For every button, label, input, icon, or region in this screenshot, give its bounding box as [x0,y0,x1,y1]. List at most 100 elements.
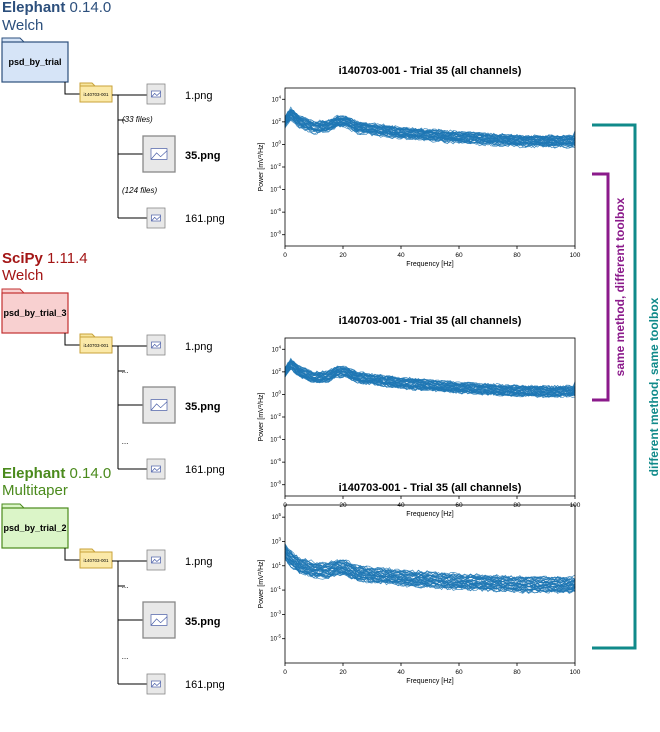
gap-label: ... [122,581,129,590]
x-tick-label: 100 [570,669,581,676]
series-line [284,110,576,139]
folder-name: psd_by_trial_2 [3,523,66,533]
picture-icon [151,557,161,564]
file-name: 1.png [185,90,213,102]
x-tick-label: 60 [455,669,463,676]
folder-icon [1,507,69,549]
y-axis-label: Power [mV²/Hz] [258,559,265,608]
toolbox-name: SciPy [2,250,43,267]
series-line [284,549,576,585]
y-tick-label: 100 [272,389,282,398]
picture-icon [150,150,168,160]
folder-name: psd_by_trial [8,57,61,67]
gap-label: (33 files) [122,115,153,124]
section-scipy-welch: SciPy 1.11.4 Welch [0,0,250,284]
x-tick-label: 40 [397,502,405,509]
series-line [284,558,576,593]
y-tick-label: 10-2 [270,412,281,421]
x-axis-label: Frequency [Hz] [406,261,454,268]
picture-icon [150,399,168,411]
y-axis-label: Power [mV²/Hz] [258,392,265,441]
series-line [284,116,576,145]
series-line [284,559,576,594]
series-line [284,109,576,139]
gap-label: ... [122,437,129,446]
y-axis-label: Power [mV²/Hz] [258,142,265,191]
picture-icon [151,215,161,222]
method-name: Multitaper [2,482,68,499]
picture-icon [150,616,168,626]
x-tick-label: 80 [513,502,521,509]
picture-icon [151,341,161,349]
y-tick-label: 104 [272,344,282,353]
series-line [284,557,576,593]
series-line [284,545,576,581]
series-line [284,547,576,583]
picture-icon [151,465,161,473]
picture-icon [151,680,161,688]
inner-bracket-label: same method, different toolbox [613,197,627,377]
file-name: 1.png [185,556,213,568]
y-tick-label: 10-8 [270,480,281,489]
picture-icon [151,342,161,349]
series-line [284,368,576,399]
toolbox-version: 1.11.4 [47,250,88,267]
y-tick-label: 104 [272,94,282,103]
picture-icon [150,401,168,411]
file-name: 35.png [185,616,220,628]
method-name: Welch [2,17,44,34]
toolbox-version: 0.14.0 [69,465,112,482]
subfolder-icon [79,85,113,103]
subfolder-name: i140703-001 [83,343,109,348]
x-tick-label: 40 [397,252,405,259]
series-line [284,364,576,394]
subfolder-name: i140703-001 [83,558,109,563]
y-tick-label: 10-5 [270,634,281,643]
series-line [285,360,576,393]
plot-frame [284,504,576,664]
y-tick-label: 10-4 [270,185,281,194]
series-line [284,550,576,588]
picture-icon [151,556,161,564]
x-tick-label: 80 [513,252,521,259]
x-tick-label: 80 [513,669,521,676]
chart-title: i140703-001 - Trial 35 (all channels) [339,482,522,494]
subfolder-icon [79,551,113,569]
series-line [284,368,575,398]
file-name: 35.png [185,401,220,413]
toolbox-name: Elephant [2,465,66,482]
tree-connector [64,333,80,346]
series-line [284,360,576,390]
file-name: 161.png [185,679,225,691]
folder-name: psd_by_trial_3 [3,308,66,318]
x-tick-label: 60 [455,252,463,259]
folder-icon [1,292,69,334]
series-line [284,545,576,581]
plot-frame [284,87,576,247]
chart-title: i140703-001 - Trial 35 (all channels) [339,315,522,327]
series-line [284,552,576,587]
subfolder-icon [79,336,113,354]
plot-frame [284,337,576,497]
picture-icon [151,91,161,98]
picture-icon [150,148,168,160]
y-tick-label: 101 [272,561,282,570]
series-line [284,117,576,147]
y-tick-label: 100 [272,139,282,148]
comparison-brackets [592,123,637,650]
file-name: 161.png [185,213,225,225]
tree-connector [64,548,80,561]
toolbox-name: Elephant [2,0,66,16]
y-tick-label: 102 [272,117,282,126]
section-title: Elephant 0.14.0 [2,465,111,482]
section-title: SciPy 1.11.4 [2,250,88,267]
folder-tab [1,288,26,294]
x-tick-label: 20 [339,502,347,509]
